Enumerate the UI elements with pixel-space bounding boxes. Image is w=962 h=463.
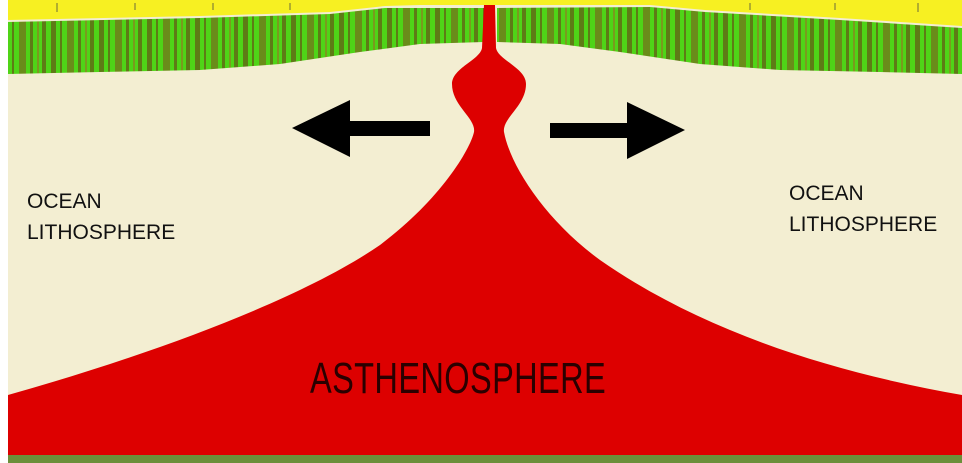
ocean-lithosphere-label-right: OCEAN LITHOSPHERE xyxy=(789,178,937,240)
label-right-line2: LITHOSPHERE xyxy=(789,209,937,240)
ocean-lithosphere-label-left: OCEAN LITHOSPHERE xyxy=(27,186,175,248)
label-left-line1: OCEAN xyxy=(27,186,175,217)
bottom-border xyxy=(8,455,962,463)
label-right-line1: OCEAN xyxy=(789,178,937,209)
label-left-line2: LITHOSPHERE xyxy=(27,217,175,248)
asthenosphere-label: ASTHENOSPHERE xyxy=(310,354,606,404)
